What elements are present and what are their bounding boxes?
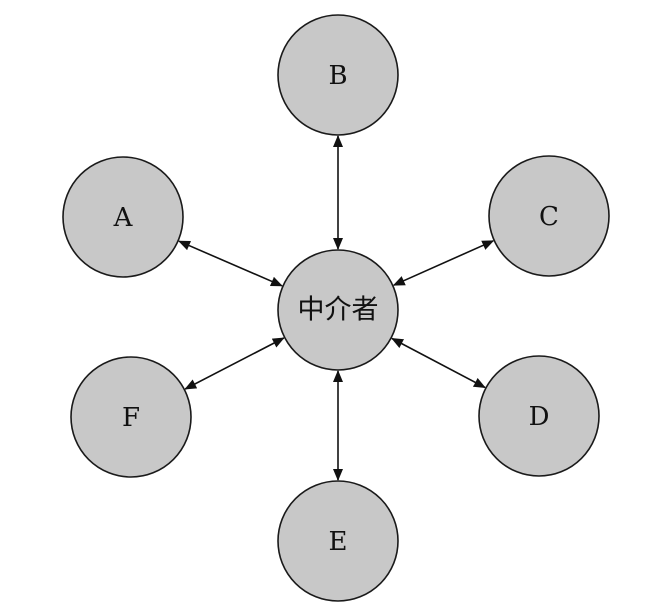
node-d: D	[478, 355, 600, 477]
node-e-circle	[277, 480, 399, 602]
edge-mediator-c	[392, 240, 495, 286]
node-a-circle	[62, 156, 184, 278]
edge-mediator-d	[391, 337, 486, 389]
node-c-label: C	[539, 202, 559, 232]
node-mediator-label: 中介者	[298, 295, 379, 326]
nodes-layer: A B C D E F 中介者	[62, 14, 610, 602]
node-e: E	[277, 480, 399, 602]
edges-layer	[178, 135, 495, 481]
node-f: F	[70, 356, 192, 478]
node-f-circle	[70, 356, 192, 478]
node-mediator-circle	[277, 249, 399, 371]
node-b-circle	[277, 14, 399, 136]
edge-mediator-f	[184, 337, 285, 390]
edge-mediator-a	[178, 240, 283, 287]
node-f-label: F	[122, 403, 140, 433]
node-a: A	[62, 156, 184, 278]
node-b: B	[277, 14, 399, 136]
node-c-circle	[488, 155, 610, 277]
node-mediator: 中介者	[277, 249, 399, 371]
node-e-label: E	[329, 527, 348, 557]
node-d-circle	[478, 355, 600, 477]
node-d-label: D	[529, 402, 550, 432]
node-c: C	[488, 155, 610, 277]
node-a-label: A	[113, 203, 134, 233]
node-b-label: B	[328, 61, 347, 91]
